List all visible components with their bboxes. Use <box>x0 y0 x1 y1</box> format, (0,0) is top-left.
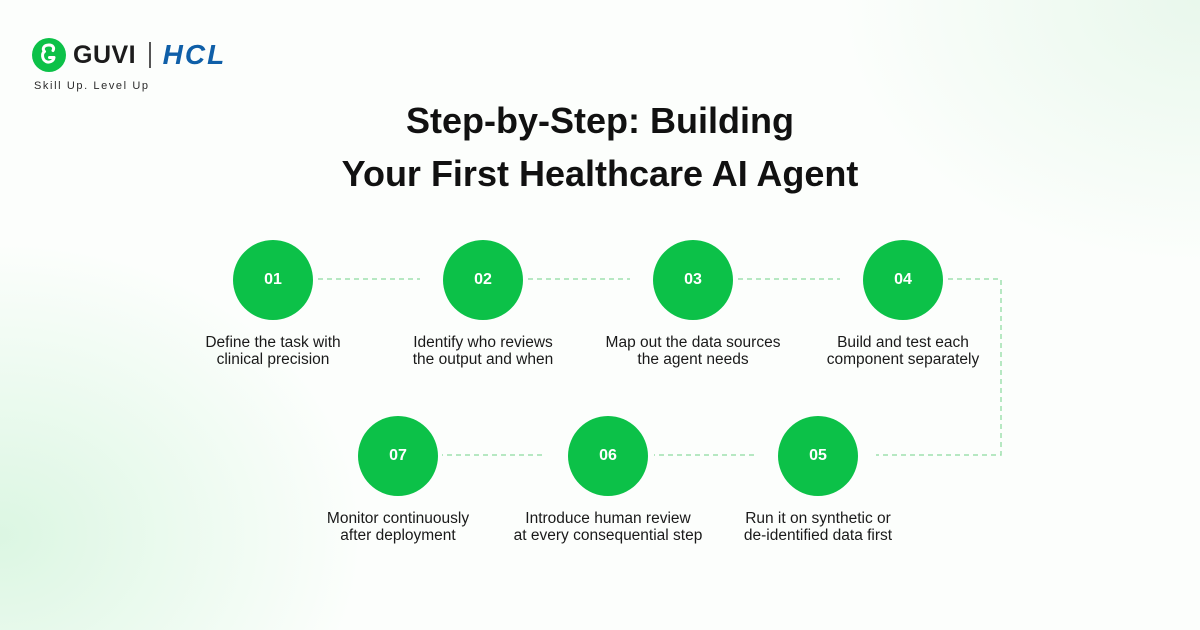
step-1-label-line-2: clinical precision <box>216 351 330 368</box>
step-2-number: 02 <box>474 271 492 288</box>
step-6-number: 06 <box>599 447 617 464</box>
logo-divider <box>149 42 151 68</box>
step-1-label-line-1: Define the task with <box>205 334 341 351</box>
logo-row: GUVI HCL <box>32 38 226 72</box>
step-6-label-line-1: Introduce human review <box>525 510 691 527</box>
step-7-label-line-1: Monitor continuously <box>326 510 470 527</box>
step-4-circle: 04 <box>863 240 943 320</box>
hcl-wordmark: HCL <box>162 39 227 70</box>
step-7-number: 07 <box>389 447 407 464</box>
step-6-circle: 06 <box>568 416 648 496</box>
step-1-number: 01 <box>264 271 282 288</box>
step-2-label-line-2: the output and when <box>412 351 554 368</box>
title-line-1: Step-by-Step: Building <box>406 100 794 141</box>
step-5-label-line-1: Run it on synthetic or <box>745 510 891 527</box>
guvi-logo-icon <box>32 38 66 72</box>
step-1-circle: 01 <box>233 240 313 320</box>
step-3-label-line-1: Map out the data sources <box>605 334 781 351</box>
title-line-2: Your First Healthcare AI Agent <box>341 153 859 194</box>
page-title: Step-by-Step: Building Your First Health… <box>0 94 1200 200</box>
brand-logo: GUVI HCL Skill Up. Level Up <box>32 38 226 92</box>
step-3-number: 03 <box>684 271 702 288</box>
step-4-label-line-1: Build and test each <box>837 334 969 351</box>
step-7-label-line-2: after deployment <box>340 527 456 544</box>
step-4-label-line-2: component separately <box>826 351 980 368</box>
step-6-label-line-2: at every consequential step <box>513 527 703 544</box>
step-5-circle: 05 <box>778 416 858 496</box>
brand-tagline: Skill Up. Level Up <box>34 80 150 92</box>
step-3-circle: 03 <box>653 240 733 320</box>
step-5-label-line-2: de-identified data first <box>743 527 893 544</box>
step-7-circle: 07 <box>358 416 438 496</box>
step-4-number: 04 <box>894 271 912 288</box>
step-3-label-line-2: the agent needs <box>637 351 749 368</box>
step-2-label-line-1: Identify who reviews <box>413 334 553 351</box>
step-2-circle: 02 <box>443 240 523 320</box>
connector-04-05 <box>876 278 1002 456</box>
guvi-wordmark: GUVI <box>73 40 137 69</box>
step-5-number: 05 <box>809 447 827 464</box>
